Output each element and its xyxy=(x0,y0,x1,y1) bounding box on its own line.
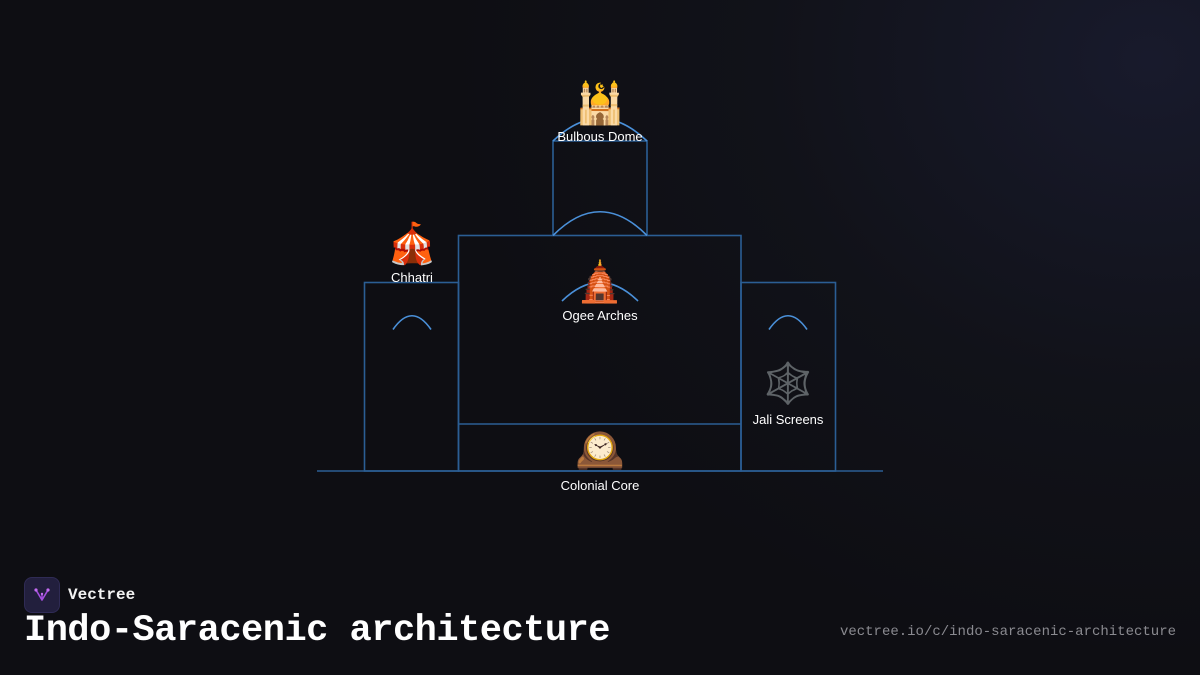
node-chhatri: 🎪 Chhatri xyxy=(387,220,437,285)
page-title: Indo-Saracenic architecture xyxy=(24,610,611,652)
brand-name: Vectree xyxy=(68,586,136,604)
vectree-logo-icon xyxy=(24,577,60,613)
left-wing xyxy=(363,281,460,472)
node-label: Jali Screens xyxy=(753,412,824,427)
dome-top-arch xyxy=(552,117,648,142)
center-arch xyxy=(561,281,639,302)
page-url[interactable]: vectree.io/c/indo-saracenic-architecture xyxy=(839,624,1176,640)
mosque-icon: 🕌 xyxy=(575,79,625,127)
mantelpiece-clock-icon: 🕰️ xyxy=(575,427,625,473)
hindu-temple-icon: 🛕 xyxy=(575,258,625,305)
node-label: Colonial Core xyxy=(561,478,640,493)
node-bulbous-dome: 🕌 Bulbous Dome xyxy=(557,79,642,144)
brand: Vectree xyxy=(24,577,135,613)
circus-tent-icon: 🎪 xyxy=(387,220,437,267)
node-label: Bulbous Dome xyxy=(557,129,642,144)
right-wing-arch xyxy=(768,314,808,330)
node-jali-screens: 🕸️ Jali Screens xyxy=(753,360,824,427)
arches xyxy=(392,117,808,330)
main-hall xyxy=(457,234,742,472)
spider-web-icon: 🕸️ xyxy=(763,360,813,407)
node-colonial-core: 🕰️ Colonial Core xyxy=(561,427,640,493)
dome-arch xyxy=(552,211,648,237)
left-wing-arch xyxy=(392,314,432,330)
building-outline xyxy=(317,140,883,472)
node-label: Chhatri xyxy=(391,270,433,285)
node-ogee-arches: 🛕 Ogee Arches xyxy=(562,258,638,323)
dome-tower xyxy=(552,140,648,236)
node-label: Ogee Arches xyxy=(562,308,638,323)
